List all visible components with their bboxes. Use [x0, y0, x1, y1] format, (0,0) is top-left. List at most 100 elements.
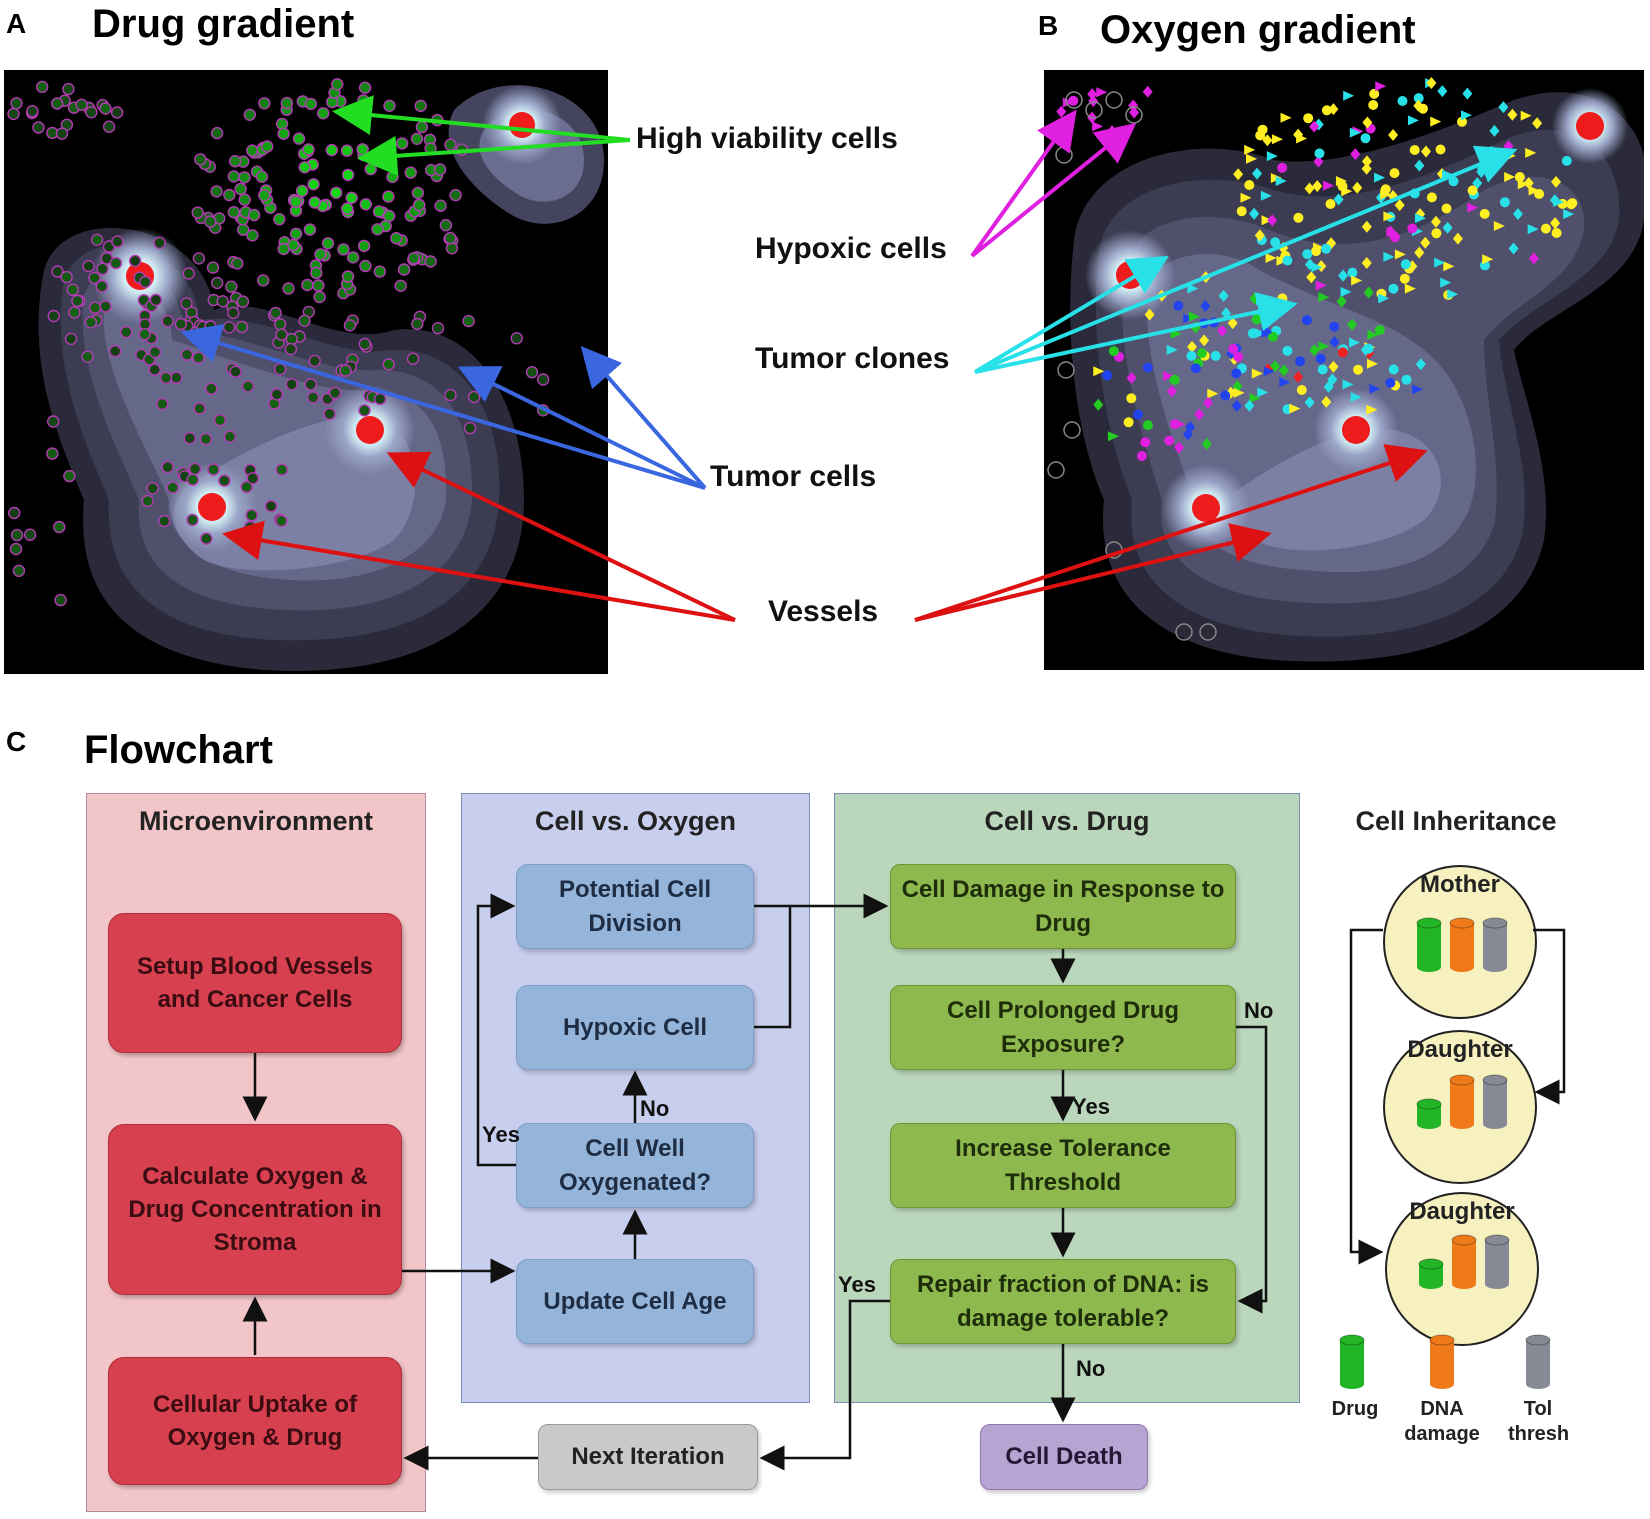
tumor-cell — [146, 482, 159, 495]
tumor-clone-cell — [1437, 85, 1448, 98]
tumor-cell — [308, 354, 321, 368]
tumor-clone-cell — [1414, 159, 1425, 172]
tumor-cell — [204, 215, 217, 228]
tumor-clone-cell — [1367, 329, 1379, 340]
tumor-clone-cell — [1528, 252, 1539, 265]
tumor-cell — [238, 193, 251, 206]
tumor-clone-cell — [1233, 351, 1244, 362]
panel-b-title: Oxygen gradient — [1100, 8, 1416, 52]
tumor-clone-cell — [1553, 197, 1565, 208]
daughter-label-2: Daughter — [1409, 1198, 1515, 1225]
tumor-cell — [32, 121, 45, 134]
tumor-clone-cell — [1380, 189, 1392, 200]
panel-b-letter: B — [1038, 10, 1059, 41]
tumor-clone-cell — [1200, 300, 1211, 313]
tumor-clone-cell — [1266, 151, 1278, 162]
tumor-clone-cell — [1313, 242, 1325, 253]
tumor-cell — [382, 358, 395, 371]
tumor-clone-cell — [1508, 242, 1519, 255]
tumor-cell — [161, 314, 174, 328]
repair-dna-box: Repair fraction of DNA: is damage tolera… — [890, 1259, 1236, 1344]
tumor-cell — [186, 513, 199, 527]
tumor-clone-cell — [1312, 180, 1323, 193]
tumor-clone-cell — [1293, 212, 1304, 223]
tumor-cell — [339, 364, 352, 377]
drug-cylinder — [1416, 917, 1442, 972]
tumor-cell — [463, 421, 477, 435]
tumor-clone-cell — [1314, 148, 1325, 159]
tumor-cell — [159, 371, 173, 385]
tumor-cell — [109, 256, 123, 270]
tumor-cell — [53, 520, 66, 534]
tumor-clone-cell — [1401, 374, 1412, 385]
tumor-clone-cell — [1375, 81, 1387, 92]
uptake-box: Cellular Uptake of Oxygen & Drug — [108, 1357, 402, 1485]
tumor-clone-cell — [1317, 364, 1328, 375]
tumor-cell — [306, 391, 320, 404]
tumor-clone-cell — [1361, 162, 1372, 175]
tumor-clone-cell — [1361, 155, 1372, 168]
tumor-cell — [226, 306, 240, 320]
tumor-cell — [36, 80, 49, 94]
tumor-clone-cell — [1407, 115, 1419, 126]
tumor-cell — [90, 233, 104, 247]
tumor-cell — [191, 206, 204, 219]
tumor-cell — [243, 108, 257, 121]
update-age-box: Update Cell Age — [516, 1259, 754, 1344]
oxygen-gradient-simulation — [1044, 70, 1644, 670]
tumor-clone-cell — [1304, 396, 1315, 409]
tumor-cell — [341, 270, 355, 283]
tumor-clone-cell — [1304, 258, 1315, 271]
tumor-cell — [357, 239, 371, 253]
tumor-clone-cell — [1233, 168, 1244, 181]
legend-dna-damage-label: DNA damage — [1404, 1398, 1480, 1445]
vessel-2 — [356, 416, 384, 444]
tumor-clone-cell — [1166, 344, 1178, 355]
tumor-clone-cell — [1328, 103, 1339, 116]
tumor-cell — [383, 99, 396, 112]
tumor-cell — [206, 261, 220, 274]
vessel-2 — [1342, 416, 1370, 444]
tumor-clone-cell — [1426, 192, 1437, 203]
tumor-cell — [7, 506, 21, 520]
tumor-cell — [397, 263, 411, 276]
tumor-cell — [313, 290, 326, 304]
label-vessels: Vessels — [768, 595, 879, 628]
tumor-clone-cell — [1420, 236, 1431, 249]
tumor-cell — [23, 528, 37, 541]
tumor-clone-cell — [1528, 185, 1540, 196]
legend-drug-cylinder — [1339, 1334, 1365, 1389]
next-iteration-box: Next Iteration — [538, 1424, 758, 1490]
tumor-clone-cell — [1362, 116, 1373, 129]
tumor-clone-cell — [1520, 110, 1532, 121]
no-exposure-label: No — [1244, 998, 1274, 1023]
inheritance-cylinders — [1339, 917, 1551, 1389]
tumor-cell — [68, 306, 81, 319]
tumor-cell — [358, 81, 372, 94]
daughter-cell-1: Daughter — [1383, 1030, 1537, 1184]
tumor-cell — [273, 212, 286, 226]
tumor-clone-cell — [1561, 155, 1572, 166]
tumor-clone-cell — [1275, 176, 1287, 187]
tumor-clone-cell — [1452, 232, 1463, 245]
tumor-clone-cell — [1353, 364, 1363, 375]
label-tumor-clones: Tumor clones — [755, 342, 950, 375]
tumor-clone-cell — [1430, 215, 1441, 228]
tumor-cell — [298, 314, 311, 328]
tumor-clone-cell — [1349, 337, 1361, 348]
tumor-clone-cell — [1185, 421, 1196, 434]
tumor-cell — [235, 320, 249, 334]
tumor-clone-cell — [1303, 113, 1314, 124]
tumor-cell — [234, 182, 247, 196]
high-viability-arrows — [332, 95, 631, 176]
tumor-cell — [210, 276, 224, 290]
yes-oxygen-label: Yes — [482, 1122, 520, 1147]
tumor-clone-cell — [1399, 273, 1410, 284]
tumor-clone-cell — [1313, 155, 1324, 168]
cell-inheritance-title: Cell Inheritance — [1355, 806, 1557, 836]
tumor-clone-cell — [1309, 344, 1320, 357]
tumor-cell — [307, 178, 320, 191]
tumor-cell — [277, 127, 290, 140]
mother-cell: Mother — [1383, 865, 1537, 1019]
tumor-clone-cell — [1302, 249, 1313, 260]
